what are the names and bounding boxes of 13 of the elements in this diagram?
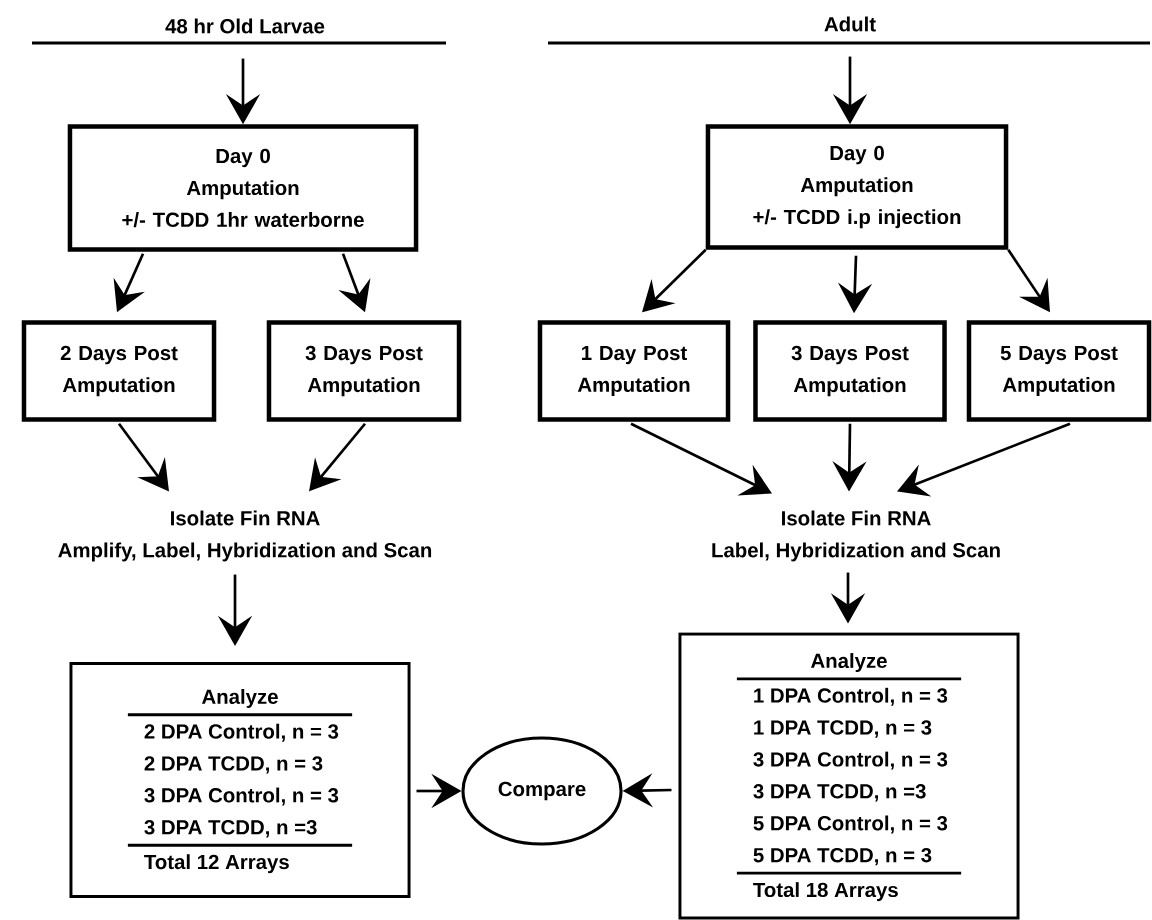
results-box: Analyze 1 DPA Control, n = 3 1 DPA TCDD, n = 3 3 DPA Control, n = 3 3 DPA TCDD, n =3 5 DPA Control, n = 3 5 DPA TCDD, n = 3 Total 18 Arrays	[678, 632, 1020, 920]
group-heading: 48 hr Old Larvae	[32, 18, 446, 45]
step-text: Isolate Fin RNA Amplify, Label, Hybridization and Scan	[58, 510, 432, 562]
group-heading: Adult	[548, 16, 1150, 45]
results-box: Analyze 2 DPA Control, n = 3 2 DPA TCDD, n = 3 3 DPA Control, n = 3 3 DPA TCDD, n =3 Total 12 Arrays	[69, 662, 411, 898]
process-box: Day 0 Amputation +/- TCDD 1hr waterborne	[67, 124, 419, 252]
process-box: 1 Day Post Amputation	[537, 320, 731, 422]
process-box: Day 0 Amputation +/- TCDD i.p injection	[705, 124, 1009, 250]
step-text: Isolate Fin RNA Label, Hybridization and Scan	[712, 510, 1000, 562]
process-box: 2 Days Post Amputation	[21, 320, 217, 422]
process-box: 3 Days Post Amputation	[753, 320, 947, 422]
process-box: 3 Days Post Amputation	[266, 320, 462, 422]
process-box: 5 Days Post Amputation	[966, 320, 1152, 422]
